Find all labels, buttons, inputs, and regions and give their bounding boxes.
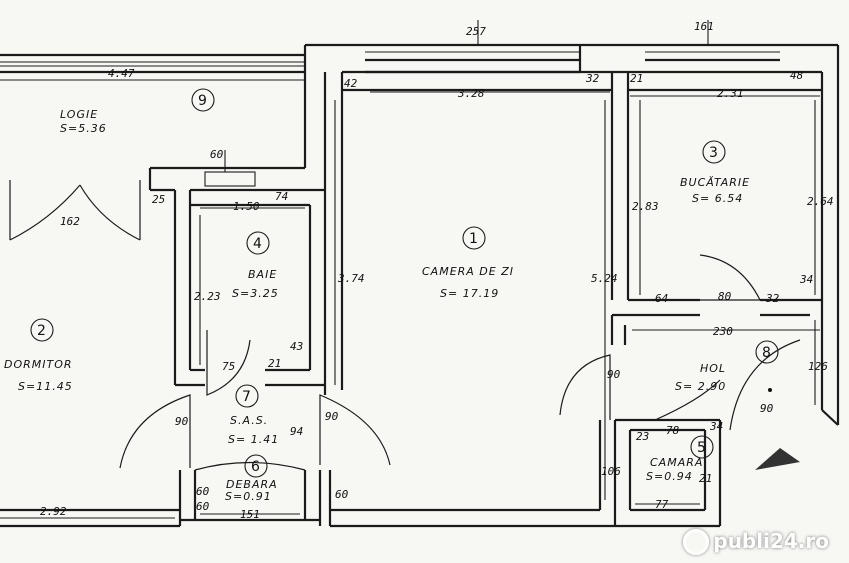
kitchen-walls: [610, 298, 822, 345]
dim-label: 2.92: [40, 505, 67, 518]
room-4-number: 4: [253, 236, 262, 252]
watermark-logo-icon: [683, 529, 710, 555]
dim-label: 5.24: [591, 272, 618, 285]
dim-label: 42: [344, 77, 358, 90]
dim-label: 90: [175, 415, 189, 428]
room-8-name: HOL: [700, 362, 726, 375]
room-2-number: 2: [37, 323, 46, 339]
room-2-area: S=11.45: [18, 380, 73, 393]
room-5-area: S=0.94: [646, 470, 693, 483]
room-7-name: S.A.S.: [230, 414, 268, 427]
dim-label: 3.74: [337, 272, 365, 285]
dim-label: 60: [196, 500, 210, 513]
room-8-number: 8: [762, 345, 771, 361]
dim-label: 161: [694, 20, 714, 33]
room-markers: 1 2 3 4 5 6 7 8 9: [30, 88, 779, 478]
dim-label: 1.50: [233, 200, 260, 213]
dim-label: 21: [630, 72, 643, 85]
dim-label: 25: [152, 193, 165, 206]
dim-label: 106: [601, 465, 621, 478]
dim-label: 34: [709, 420, 723, 433]
dim-label: 257: [466, 25, 486, 38]
room-6-number: 6: [251, 459, 260, 475]
dim-label: 32: [585, 72, 600, 85]
room-3-number: 3: [709, 145, 718, 161]
room-9-number: 9: [198, 93, 207, 109]
room-2-name: DORMITOR: [4, 358, 73, 371]
dim-label: 60: [210, 148, 224, 161]
dim-label: 48: [790, 69, 804, 82]
dim-label: 2.23: [194, 290, 221, 303]
dim-label: 126: [808, 360, 828, 373]
dim-label: 80: [718, 290, 732, 303]
dim-label: 2.83: [632, 200, 659, 213]
room-9-name: LOGIE: [60, 108, 98, 121]
dim-label: 77: [655, 498, 669, 511]
dim-label: 34: [799, 273, 813, 286]
dimension-labels: 4.47 257 161 42 3.28 32 21 2.31 48 60 25…: [40, 20, 834, 521]
dim-label: 90: [760, 402, 774, 415]
bathroom-walls: [148, 166, 325, 387]
room-7-number: 7: [242, 389, 251, 405]
dim-label: 162: [60, 215, 80, 228]
site-watermark: publi24.ro: [683, 528, 829, 555]
dim-label: 32: [765, 292, 780, 305]
stair-symbol: [755, 448, 800, 470]
room-1-area: S= 17.19: [440, 287, 499, 300]
room-6-name: DEBARA: [226, 478, 278, 491]
dim-label: 78: [666, 424, 680, 437]
outer-walls: [0, 43, 840, 426]
dim-label: 64: [655, 292, 668, 305]
dim-label: 23: [636, 430, 649, 443]
dim-label: 94: [290, 425, 303, 438]
dim-label: 230: [713, 325, 733, 338]
dim-label: 21: [268, 357, 281, 370]
room-8-area: S= 2.90: [675, 380, 726, 393]
dim-label: 151: [240, 508, 260, 521]
dim-label: 90: [325, 410, 339, 423]
dim-label: 43: [290, 340, 303, 353]
room-3-name: BUCĂTARIE: [680, 176, 750, 189]
room-4-name: BAIE: [248, 268, 277, 281]
dim-label: 74: [275, 190, 288, 203]
dim-label: 4.47: [108, 67, 135, 80]
room-5-number: 5: [697, 440, 706, 456]
watermark-text: publi24.ro: [713, 528, 829, 553]
room-9-area: S=5.36: [60, 122, 107, 135]
room-6-area: S=0.91: [225, 490, 272, 503]
room-5-name: CAMARA: [650, 456, 703, 469]
room-4-area: S=3.25: [232, 287, 279, 300]
dim-label: 21: [699, 472, 712, 485]
room-1-name: CAMERA DE ZI: [422, 265, 514, 278]
room-labels: CAMERA DE ZI S= 17.19 DORMITOR S=11.45 B…: [4, 108, 750, 503]
dim-label: 3.28: [457, 87, 485, 100]
room-7-area: S= 1.41: [228, 433, 279, 446]
dim-label: 75: [222, 360, 235, 373]
dim-label: 60: [196, 485, 210, 498]
room-1-number: 1: [469, 231, 478, 247]
dim-label: 90: [607, 368, 621, 381]
dim-label: 2.64: [807, 195, 834, 208]
room-3-area: S= 6.54: [692, 192, 743, 205]
door-swings: [9, 180, 801, 471]
dim-label: 2.31: [717, 87, 744, 100]
dim-label: 60: [335, 488, 349, 501]
dimension-lines: [0, 20, 820, 519]
bottom-walls: [0, 418, 722, 528]
